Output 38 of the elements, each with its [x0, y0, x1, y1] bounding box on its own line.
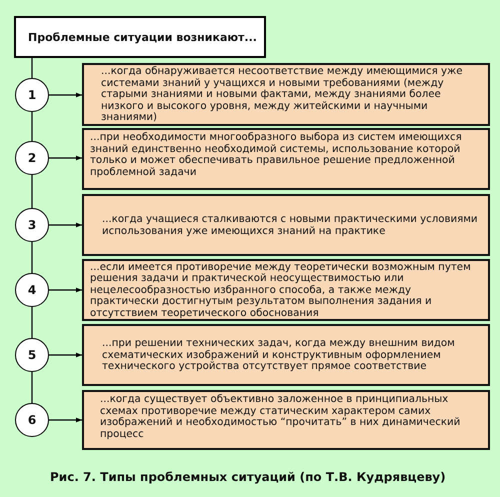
number-circle [15, 141, 49, 175]
description-box [82, 63, 490, 126]
connector-line [31, 58, 33, 78]
step-number: 5 [28, 348, 36, 362]
heading-box [14, 16, 266, 58]
arrow [49, 156, 82, 160]
arrow [49, 352, 82, 358]
description-text: ...когда обнаруживается несоответствие между имеющимися уже системами знаний у учащихся и новыми требованиями (между старыми знаниями и новыми фактами, между знаниями более низкого и высокого уровня, между житейскими и научными знаниями) [101, 66, 464, 124]
step-number: 6 [28, 413, 36, 427]
arrow [49, 222, 82, 228]
description-text: ...при решении технических задач, когда между внешним видом схематических изображений и конструктивным оформлением технического устройства отсутствует прямое соответствие [102, 338, 456, 373]
description-text: ...при необходимости многообразного выбора из систем имеющихся знаний единственно необходимой системы, использование которой только и может обеспечивать правильное решение предложенной проблемной задачи [90, 132, 463, 178]
description-text: ...когда существует объективно заложенное в принципиальных схемах противоречие между статическим характером самих изображений и необходимостью “прочитать” в них динамический процесс [100, 394, 462, 440]
figure-caption: Рис. 7. Типы проблемных ситуаций (по Т.В. Кудрявцеву) [50, 470, 446, 484]
description-text: ...если имеется противоречие между теоретически возможным путем решения задачи и практической неосуществимостью или нецелесообразностью избранного способа, а также между практически достигнутым результатом выполнения задания и отсутствием теоретического обоснования [90, 262, 472, 320]
arrow [49, 288, 82, 292]
step-number: 3 [28, 218, 36, 232]
connector-line [31, 372, 33, 403]
heading-text: Проблемные ситуации возникают... [28, 30, 257, 44]
connector-line [31, 242, 33, 273]
step-number: 4 [28, 283, 36, 297]
number-circle [15, 273, 49, 307]
number-circle [15, 78, 49, 112]
connector-line [31, 112, 33, 141]
connector-line [31, 175, 33, 208]
description-text: ...когда учащиеся сталкиваются с новыми практическими условиями использования уже имеющихся знаний на практике [102, 214, 479, 237]
description-box [82, 128, 490, 190]
number-circle [15, 208, 49, 242]
step-number: 1 [28, 88, 36, 102]
step-number: 2 [28, 151, 36, 165]
arrow [49, 418, 82, 422]
description-box [82, 324, 490, 386]
number-circle [15, 403, 49, 437]
description-box [82, 194, 490, 256]
arrow [49, 92, 82, 98]
number-circle [15, 338, 49, 372]
connector-line [31, 307, 33, 338]
description-box [82, 390, 490, 450]
